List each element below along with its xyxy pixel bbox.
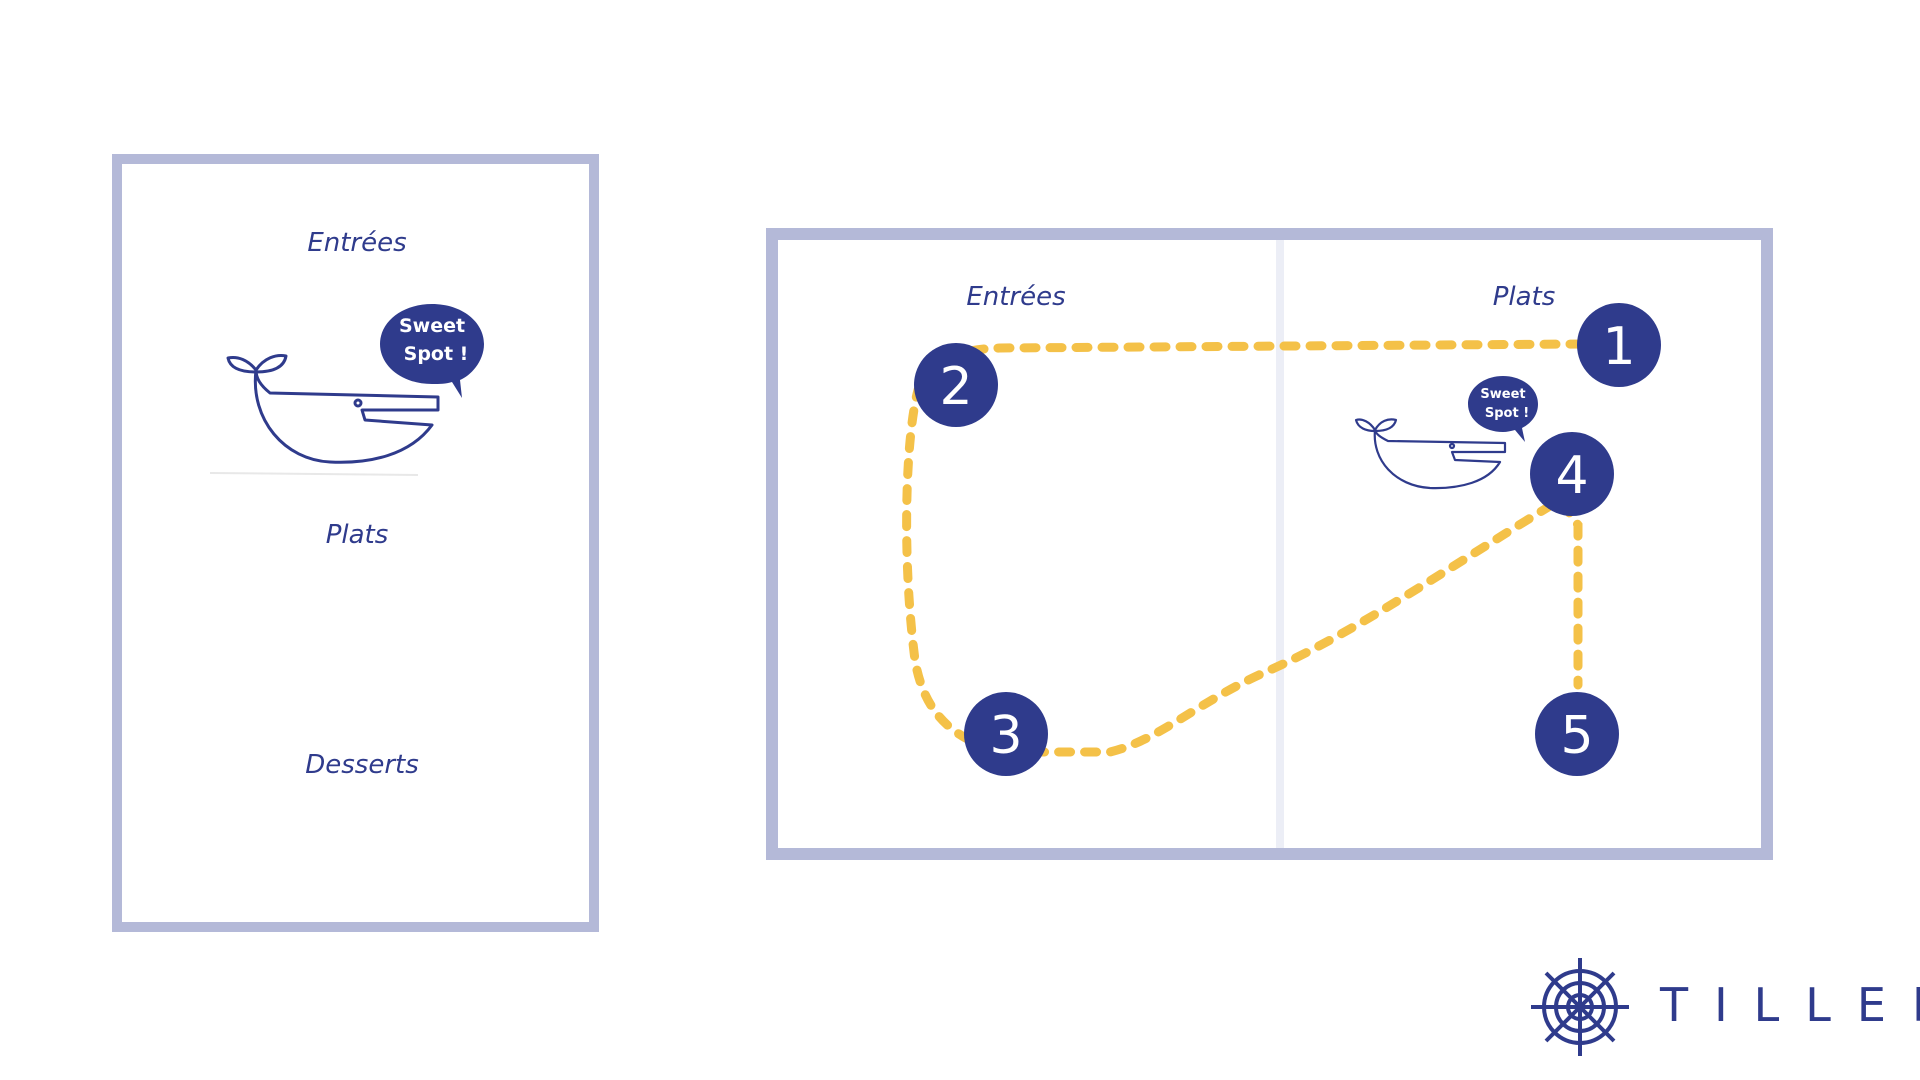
whale-icon [226, 354, 440, 464]
right-section-plats: Plats [1492, 282, 1556, 312]
small-bubble-line-2: Spot ! [1485, 406, 1529, 421]
bubble-line-1: Sweet [399, 315, 465, 337]
small-sweet-spot-bubble: Sweet Spot ! [1468, 376, 1538, 442]
svg-text:1: 1 [1602, 317, 1635, 377]
step-badge-4: 4 [1530, 432, 1614, 516]
small-bubble-line-1: Sweet [1480, 387, 1525, 402]
left-section-entrees: Entrées [307, 228, 407, 258]
menu-fold [1276, 240, 1284, 848]
bubble-line-2: Spot ! [404, 343, 469, 365]
step-badge-1: 1 [1577, 303, 1661, 387]
single-page-menu [112, 154, 599, 932]
step-badge-2: 2 [914, 343, 998, 427]
sweet-spot-bubble: Sweet Spot ! [380, 304, 484, 398]
svg-text:2: 2 [939, 357, 972, 417]
whale-shadow [209, 472, 419, 476]
ship-wheel-icon [1531, 958, 1629, 1056]
right-section-entrees: Entrées [966, 282, 1066, 312]
small-whale-icon [1354, 418, 1507, 490]
left-section-plats: Plats [325, 520, 389, 550]
svg-text:5: 5 [1560, 706, 1593, 766]
tiller-logo-text: TILLER [1660, 978, 1920, 1032]
svg-text:4: 4 [1555, 446, 1588, 506]
left-section-desserts: Desserts [305, 750, 419, 780]
svg-text:3: 3 [989, 706, 1022, 766]
step-badge-3: 3 [964, 692, 1048, 776]
step-badge-5: 5 [1535, 692, 1619, 776]
